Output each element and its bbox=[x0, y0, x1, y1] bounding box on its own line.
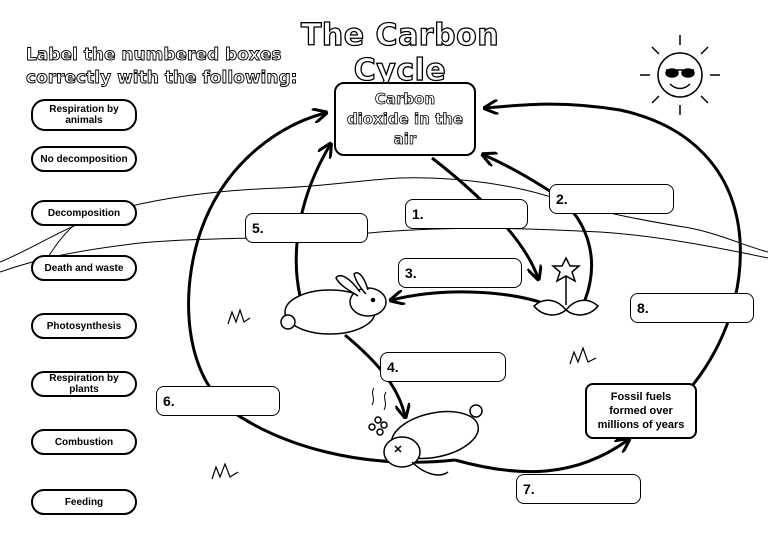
rabbit-icon bbox=[280, 272, 387, 335]
answer-box-number: 4. bbox=[387, 359, 399, 375]
instructions: Label the numbered boxes correctly with … bbox=[26, 44, 298, 90]
flower-icon bbox=[532, 256, 600, 316]
answer-box-number: 8. bbox=[637, 300, 649, 316]
answer-box-6[interactable]: 6. bbox=[156, 386, 280, 416]
answer-box-number: 6. bbox=[163, 393, 175, 409]
option-death-and-waste: Death and waste bbox=[31, 255, 137, 281]
outer-left-arrow bbox=[187, 113, 456, 464]
answer-box-7[interactable]: 7. bbox=[516, 474, 641, 504]
option-feeding: Feeding bbox=[31, 489, 137, 515]
answer-box-number: 7. bbox=[523, 481, 535, 497]
answer-box-4[interactable]: 4. bbox=[380, 352, 506, 382]
page-title: The Carbon Cycle bbox=[300, 17, 500, 88]
dead-rabbit-icon bbox=[368, 387, 483, 476]
feeding-arrow bbox=[392, 292, 541, 302]
answer-box-number: 1. bbox=[412, 206, 424, 222]
answer-box-3[interactable]: 3. bbox=[398, 258, 522, 288]
answer-box-1[interactable]: 1. bbox=[405, 199, 528, 229]
option-photosynthesis: Photosynthesis bbox=[31, 313, 137, 339]
answer-box-8[interactable]: 8. bbox=[630, 293, 754, 323]
answer-box-number: 2. bbox=[556, 191, 568, 207]
co2-box: Carbon dioxide in the air bbox=[334, 82, 476, 156]
option-decomposition: Decomposition bbox=[31, 200, 137, 226]
grass-icon bbox=[211, 462, 239, 480]
answer-box-number: 3. bbox=[405, 265, 417, 281]
answer-box-number: 5. bbox=[252, 220, 264, 236]
outer-right-arrow bbox=[486, 104, 742, 435]
ground-line bbox=[0, 227, 768, 273]
option-respiration-by-animals: Respiration by animals bbox=[31, 99, 137, 131]
instructions-line: correctly with the following: bbox=[26, 68, 298, 89]
answer-box-2[interactable]: 2. bbox=[549, 184, 674, 214]
sun-icon bbox=[640, 35, 720, 115]
option-combustion: Combustion bbox=[31, 429, 137, 455]
option-no-decomposition: No decomposition bbox=[31, 146, 137, 172]
fossil-formation-arrow bbox=[454, 440, 628, 474]
grass-icon bbox=[227, 308, 251, 325]
fossil-fuels-box: Fossil fuels formed over millions of yea… bbox=[585, 383, 697, 439]
grass-icon bbox=[569, 346, 597, 365]
instructions-line: Label the numbered boxes bbox=[26, 45, 282, 66]
option-respiration-by-plants: Respiration by plants bbox=[31, 371, 137, 397]
answer-box-5[interactable]: 5. bbox=[245, 213, 368, 243]
